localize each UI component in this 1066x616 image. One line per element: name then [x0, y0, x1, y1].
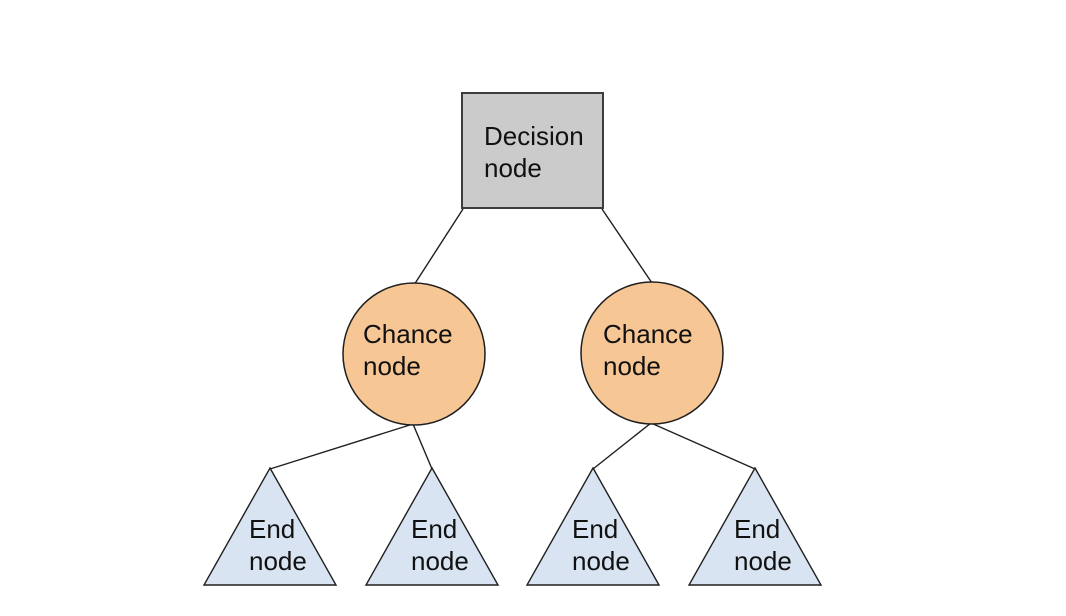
edge-chance-right-to-end-3	[592, 422, 652, 470]
end-node-2-triangle	[364, 466, 500, 586]
end-node-3-triangle	[525, 466, 661, 586]
edge-chance-left-to-end-1	[269, 423, 414, 470]
edges	[269, 208, 756, 470]
chance-node-left-circle	[342, 282, 486, 426]
end-node-4-triangle	[687, 466, 823, 586]
edge-decision-to-chance-right	[601, 208, 653, 284]
decision-node-square	[461, 92, 604, 209]
edge-chance-left-to-end-2	[412, 423, 433, 470]
chance-node-right-circle	[580, 281, 724, 425]
edge-chance-right-to-end-4	[650, 422, 756, 470]
end-node-1-triangle	[202, 466, 338, 586]
edge-decision-to-chance-left	[413, 208, 464, 286]
